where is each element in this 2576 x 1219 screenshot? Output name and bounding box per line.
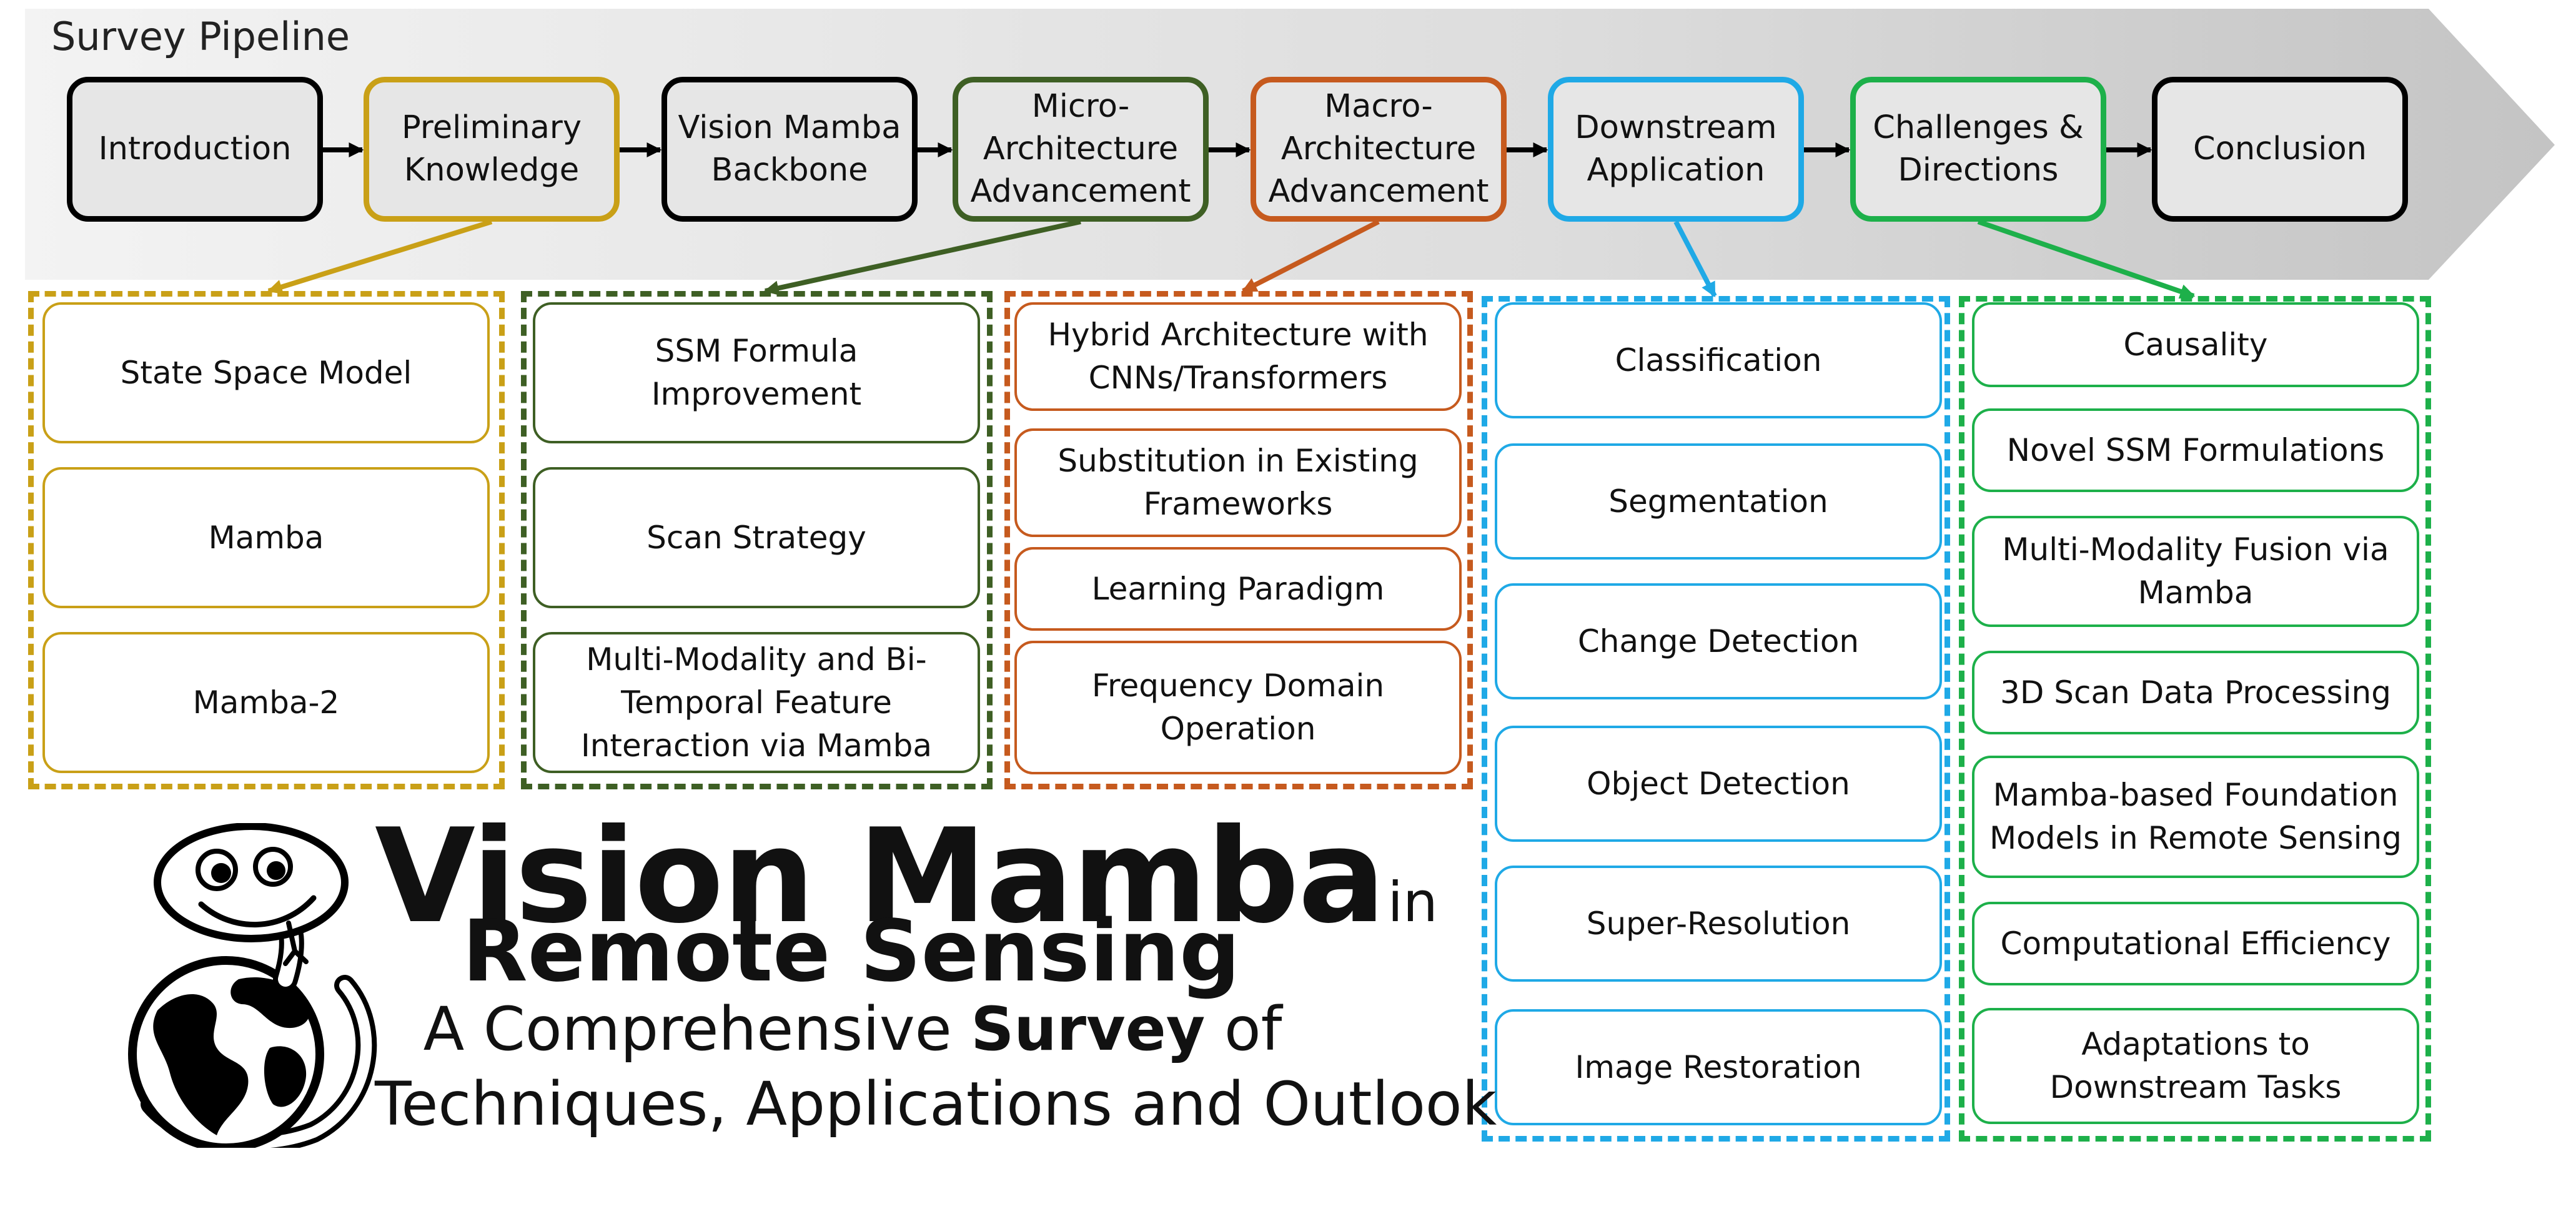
item-label: Change Detection [1577,623,1860,659]
item-state-space-model: State Space Model [42,302,490,443]
hero-title-sub: Remote Sensing [462,902,1241,1001]
item-object-detection: Object Detection [1495,726,1942,842]
item-label: Segmentation [1608,483,1828,520]
snake-globe-logo-icon [128,823,377,1148]
group-micro-architecture [521,291,993,789]
item-label: Mamba-2 [192,684,340,721]
group-downstream-application [1482,296,1950,1142]
stage-vision-mamba-backbone: Vision Mamba Backbone [661,77,918,222]
item-label: Scan Strategy [646,519,866,556]
item-label: Super-Resolution [1586,905,1851,942]
hero-line2-a: A Comprehensive [423,994,971,1064]
item-label: Multi-Modality Fusion via Mamba [2002,531,2389,611]
stage-macro-architecture: Macro-Architecture Advancement [1251,77,1507,222]
hero-line2-b: of [1205,994,1282,1064]
hero-title-main: Vision Mamba [375,801,1385,952]
item-label: Mamba-based Foundation Models in Remote … [1989,777,2402,856]
item-label: Learning Paradigm [1091,570,1385,607]
hero-subtitle-line3: Techniques, Applications and Outlook [375,1069,1497,1139]
item-foundation-models: Mamba-based Foundation Models in Remote … [1972,756,2419,878]
pipeline-title: Survey Pipeline [51,14,350,59]
hero-subtitle-line2: A Comprehensive Survey of [381,999,1324,1059]
stage-label: Challenges & Directions [1873,109,2084,189]
group-preliminary-knowledge [28,291,505,789]
item-label: State Space Model [120,354,412,391]
item-causality: Causality [1972,302,2419,387]
stage-label: Vision Mamba Backbone [678,109,901,189]
item-label: Causality [2123,326,2268,363]
item-classification: Classification [1495,302,1942,418]
item-label: Multi-Modality and Bi-Temporal Feature I… [580,641,933,764]
item-label: Classification [1615,342,1822,378]
item-frequency-domain: Frequency Domain Operation [1014,641,1462,774]
stage-challenges-directions: Challenges & Directions [1850,77,2106,222]
hero-title: Vision Mamba in [375,812,1438,942]
item-segmentation: Segmentation [1495,443,1942,560]
group-macro-architecture [1004,291,1473,789]
stage-label: Downstream Application [1575,109,1777,189]
item-mamba-2: Mamba-2 [42,632,490,773]
item-scan-strategy: Scan Strategy [533,467,980,608]
item-label: Object Detection [1587,765,1850,802]
item-mamba: Mamba [42,467,490,608]
item-label: Hybrid Architecture with CNNs/Transforme… [1048,317,1429,396]
item-label: Substitution in Existing Frameworks [1058,443,1419,522]
item-image-restoration: Image Restoration [1495,1009,1942,1125]
item-novel-ssm-formulations: Novel SSM Formulations [1972,408,2419,492]
item-3d-scan-data: 3D Scan Data Processing [1972,651,2419,734]
item-multi-modality-fusion: Multi-Modality Fusion via Mamba [1972,516,2419,627]
stage-micro-architecture: Micro-Architecture Advancement [953,77,1209,222]
item-label: Mamba [208,519,324,556]
stage-label: Preliminary Knowledge [402,109,582,189]
stage-downstream-application: Downstream Application [1548,77,1804,222]
stage-label: Micro-Architecture Advancement [970,87,1191,210]
item-label: 3D Scan Data Processing [2000,674,2391,711]
stage-label: Macro-Architecture Advancement [1268,87,1489,210]
item-hybrid-architecture: Hybrid Architecture with CNNs/Transforme… [1014,302,1462,411]
item-super-resolution: Super-Resolution [1495,866,1942,982]
stage-preliminary-knowledge: Preliminary Knowledge [364,77,620,222]
hero-line2-bold: Survey [971,994,1206,1064]
item-label: Adaptations to Downstream Tasks [2049,1026,2342,1105]
stage-conclusion: Conclusion [2152,77,2408,222]
item-substitution-frameworks: Substitution in Existing Frameworks [1014,428,1462,537]
item-multi-modality-bi-temporal: Multi-Modality and Bi-Temporal Feature I… [533,632,980,773]
stage-introduction: Introduction [67,77,323,222]
item-learning-paradigm: Learning Paradigm [1014,547,1462,631]
item-label: SSM Formula Improvement [651,333,862,412]
item-adaptations-downstream: Adaptations to Downstream Tasks [1972,1008,2419,1124]
item-ssm-formula-improvement: SSM Formula Improvement [533,302,980,443]
item-computational-efficiency: Computational Efficiency [1972,902,2419,985]
stage-label: Conclusion [2193,130,2367,167]
item-label: Novel SSM Formulations [2006,432,2385,468]
item-label: Frequency Domain Operation [1091,668,1385,747]
stage-label: Introduction [98,130,292,167]
item-label: Image Restoration [1575,1049,1862,1085]
hero-title-in: in [1387,870,1438,934]
item-label: Computational Efficiency [2000,925,2391,962]
group-challenges-directions [1959,296,2431,1142]
item-change-detection: Change Detection [1495,583,1942,699]
